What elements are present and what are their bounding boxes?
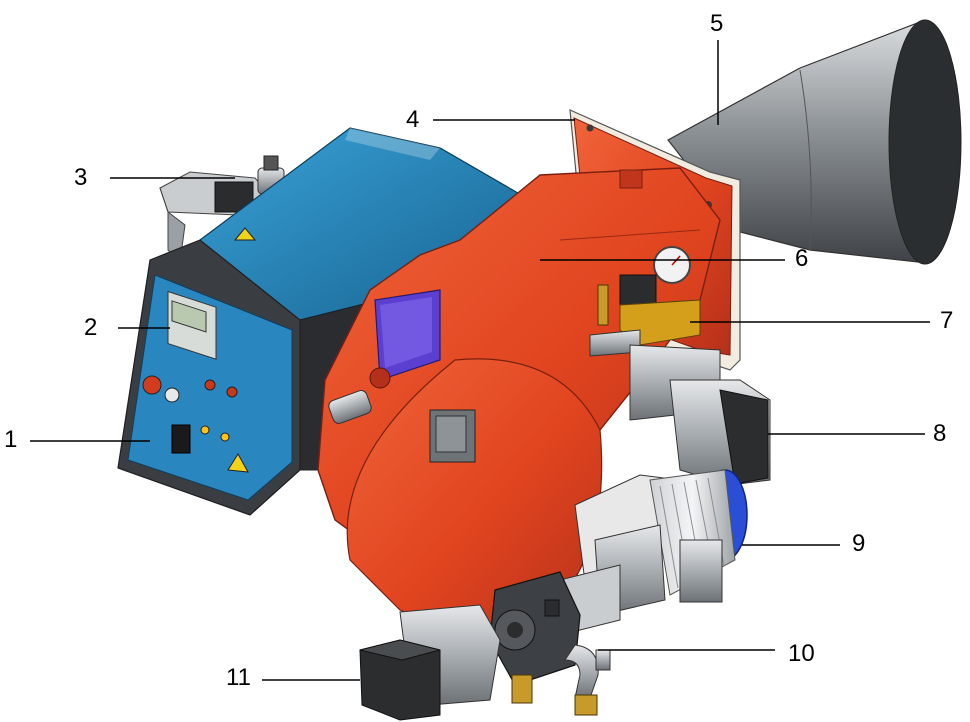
callout-1: 1 bbox=[4, 426, 18, 453]
callout-2: 2 bbox=[84, 314, 98, 341]
callout-9: 9 bbox=[852, 530, 866, 557]
callout-6: 6 bbox=[795, 245, 809, 272]
fan-housing bbox=[317, 167, 721, 641]
callout-5: 5 bbox=[710, 10, 724, 37]
leader-lines bbox=[30, 40, 930, 681]
fan-motor bbox=[559, 469, 748, 636]
callout-10: 10 bbox=[788, 640, 815, 667]
callout-7: 7 bbox=[940, 307, 954, 334]
oil-servomotor bbox=[359, 604, 501, 721]
air-servomotor bbox=[669, 379, 771, 486]
gas-valve-assembly bbox=[159, 155, 285, 264]
callout-11: 11 bbox=[226, 664, 251, 691]
callout-8: 8 bbox=[933, 420, 947, 447]
callout-3: 3 bbox=[74, 164, 88, 191]
blast-tube bbox=[667, 19, 962, 265]
gas-pressure-assembly bbox=[589, 246, 721, 421]
callout-4: 4 bbox=[406, 106, 420, 133]
